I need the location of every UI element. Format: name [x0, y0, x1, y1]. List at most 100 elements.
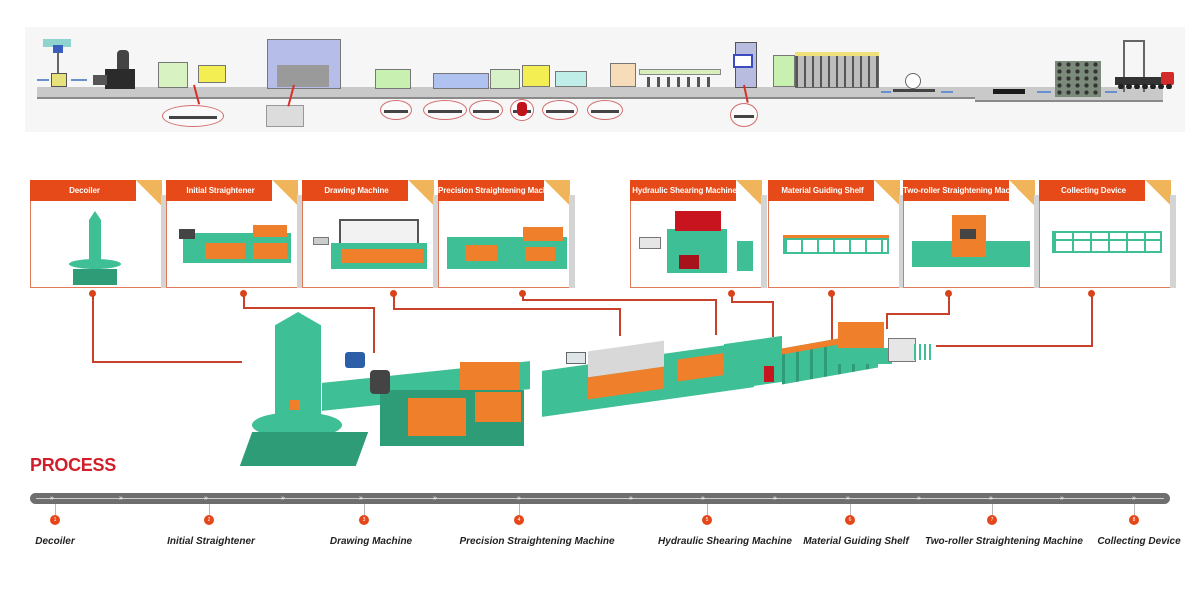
connector-line — [522, 296, 524, 300]
truck-bed-icon — [1115, 77, 1163, 85]
card-connector-dot — [240, 290, 247, 297]
card-side-shadow — [899, 195, 905, 288]
step-stem — [209, 504, 210, 515]
connector-line — [948, 296, 950, 314]
payoff-stand-icon — [51, 73, 67, 87]
card-side-shadow — [1170, 195, 1176, 288]
chevron-right-icon: » — [359, 495, 363, 502]
card-precision-straightening-machine: Precision Straightening Machine — [438, 180, 575, 288]
connector-line — [831, 296, 833, 344]
step-label: Collecting Device — [1097, 536, 1181, 547]
hoist-hook-icon — [53, 45, 63, 53]
card-fold — [544, 180, 570, 206]
chevron-right-icon: » — [846, 495, 850, 502]
card-side-shadow — [297, 195, 303, 288]
hoist-cable — [57, 52, 59, 74]
drawing-unit-5-icon — [555, 71, 587, 87]
drawing-unit-2-icon — [433, 73, 489, 89]
card-fold — [136, 180, 162, 206]
chevron-right-icon: » — [701, 495, 705, 502]
detail-callout-5 — [542, 100, 578, 120]
flow-arrow — [71, 79, 87, 81]
card-side-shadow — [569, 195, 575, 288]
flow-arrow — [941, 91, 953, 93]
flow-arrow — [1105, 91, 1117, 93]
chevron-right-icon: » — [433, 495, 437, 502]
card-connector-dot — [519, 290, 526, 297]
step-label: Initial Straightener — [167, 536, 255, 547]
chevron-right-icon: » — [517, 495, 521, 502]
chevron-right-icon: » — [1060, 495, 1064, 502]
card-title: Hydraulic Shearing Machine — [630, 180, 739, 201]
card-connector-dot — [89, 290, 96, 297]
straightening-bed-icon — [639, 69, 721, 75]
detail-callout-3 — [469, 100, 503, 120]
collecting-device-unit — [888, 338, 916, 362]
connector-line — [92, 361, 242, 363]
bundle-stack-icon — [1055, 61, 1101, 97]
schematic-floor — [37, 87, 1163, 99]
detail-callout-shear — [730, 103, 758, 127]
flow-arrow — [1037, 91, 1051, 93]
detail-callout-6 — [587, 100, 623, 120]
connector-line — [373, 307, 375, 353]
collecting-device-rack — [914, 344, 932, 360]
precision-straightener-icon — [447, 211, 567, 275]
two-roller-straightener-icon — [912, 211, 1030, 275]
polishing-unit-icon — [773, 55, 795, 87]
pressure-gauge-icon — [905, 73, 921, 89]
step-marker: 6 — [845, 515, 855, 525]
pointing-machine-motor — [93, 75, 107, 85]
connector-line — [886, 313, 888, 329]
card-fold — [736, 180, 762, 206]
step-marker: 5 — [702, 515, 712, 525]
connector-line — [715, 299, 717, 335]
connector-line — [522, 299, 716, 301]
die-icon — [517, 102, 527, 116]
step-marker: 2 — [204, 515, 214, 525]
process-title: PROCESS — [30, 455, 116, 475]
card-connector-dot — [945, 290, 952, 297]
motor-icon — [345, 352, 365, 368]
drawing-unit-3-icon — [490, 69, 520, 89]
step-stem — [364, 504, 365, 515]
hoist-icon — [43, 39, 71, 47]
connector-line — [243, 296, 245, 308]
timeline-track — [36, 498, 1164, 499]
step-label: Two-roller Straightening Machine — [925, 536, 1083, 547]
card-connector-dot — [1088, 290, 1095, 297]
connector-line — [731, 301, 773, 303]
card-decoiler: Decoiler — [30, 180, 167, 288]
card-side-shadow — [161, 195, 167, 288]
detail-callout-2 — [423, 100, 467, 120]
card-fold — [1145, 180, 1171, 206]
connector-line — [731, 296, 733, 302]
drawing-unit-1-icon — [375, 69, 411, 89]
chevron-right-icon: » — [119, 495, 123, 502]
card-title: Precision Straightening Machine — [438, 180, 547, 201]
card-hydraulic-shearing-machine: Hydraulic Shearing Machine — [630, 180, 767, 288]
connector-line — [1091, 296, 1093, 346]
straightener-head — [460, 362, 520, 390]
connector-line — [619, 308, 621, 336]
shear-head-icon — [733, 54, 753, 68]
drawing-unit-6-icon — [610, 63, 636, 87]
step-label: Decoiler — [35, 536, 75, 547]
collecting-device-icon — [1048, 211, 1162, 275]
step-marker: 4 — [514, 515, 524, 525]
flow-arrow — [881, 91, 891, 93]
card-side-shadow — [1034, 195, 1040, 288]
process-timeline: » » » » » » » » » » » » » » » — [30, 493, 1170, 504]
chevron-right-icon: » — [629, 495, 633, 502]
step-label: Hydraulic Shearing Machine — [658, 536, 792, 547]
coating-tank-icon — [277, 65, 329, 87]
straightener-machine-icon — [175, 211, 291, 275]
straightening-supports — [647, 77, 717, 87]
decoiler-base — [239, 432, 369, 466]
chevron-right-icon: » — [773, 495, 777, 502]
detail-callout-rollers — [162, 105, 224, 127]
shot-blast-machine-icon — [158, 62, 188, 88]
connector-line — [92, 296, 94, 362]
card-material-guiding-shelf: Material Guiding Shelf — [768, 180, 905, 288]
card-side-shadow — [433, 195, 439, 288]
